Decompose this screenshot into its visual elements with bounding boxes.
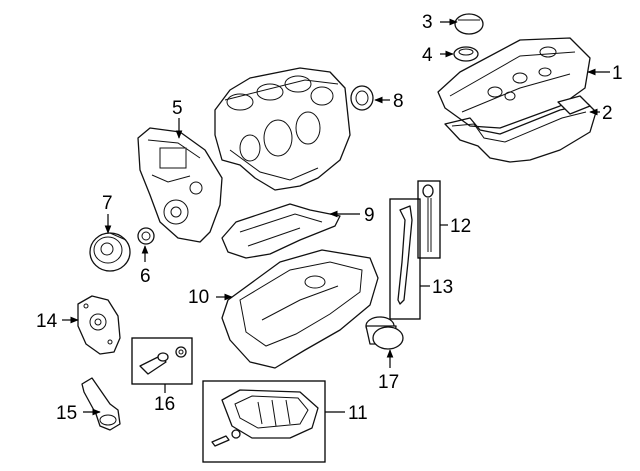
- oil-pickup: [81, 377, 121, 431]
- callout-12: 12: [450, 216, 471, 237]
- callout-17: 17: [378, 372, 399, 393]
- callout-7: 7: [102, 193, 113, 214]
- rear-main-seal: [350, 85, 374, 111]
- callout-6: 6: [140, 266, 151, 287]
- callout-10: 10: [188, 287, 209, 308]
- callout-1: 1: [612, 63, 623, 84]
- callout-16: 16: [154, 394, 175, 415]
- callout-14: 14: [36, 311, 58, 332]
- callout-labels: 3 4 1 2 5 6 7 8 9 10 11 12 13 14 15 16 1…: [36, 12, 623, 424]
- oil-baffle: [221, 203, 341, 259]
- dipstick-tube: [389, 198, 421, 320]
- oil-drain-plug-kit: [131, 337, 193, 385]
- valve-cover-gasket: [444, 95, 597, 163]
- oil-filler-cap: [454, 13, 484, 35]
- timing-cover: [137, 127, 223, 243]
- dipstick: [417, 180, 441, 259]
- callout-5: 5: [172, 98, 183, 119]
- crank-pulley: [89, 232, 131, 272]
- callout-3: 3: [422, 12, 433, 33]
- leader-lines: [62, 18, 610, 416]
- callout-9: 9: [364, 205, 375, 226]
- oil-filter: [365, 316, 404, 350]
- lower-oil-pan-kit: [202, 380, 326, 463]
- oil-cap-seal: [453, 46, 479, 62]
- oil-pump: [77, 295, 121, 355]
- upper-oil-pan: [221, 249, 379, 369]
- cylinder-block: [214, 67, 351, 191]
- callout-15: 15: [56, 403, 77, 424]
- front-crank-seal: [137, 227, 155, 245]
- callout-11: 11: [348, 403, 368, 424]
- callout-13: 13: [432, 277, 453, 298]
- callout-4: 4: [422, 45, 433, 66]
- callout-8: 8: [393, 91, 404, 112]
- callout-2: 2: [602, 103, 613, 124]
